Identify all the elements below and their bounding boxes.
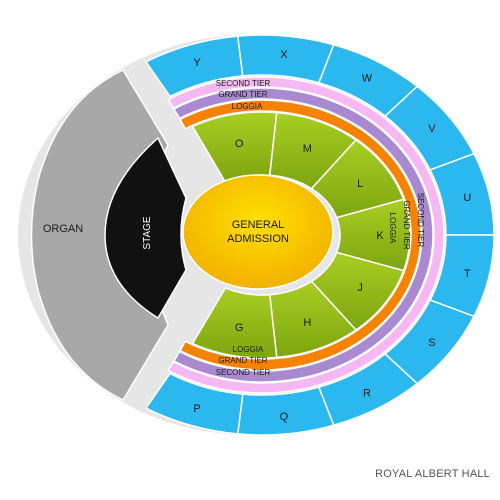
section-label-p: P [193,403,200,415]
loggia-label-bottom: LOGGIA [233,345,264,354]
stage-area [104,136,187,320]
section-label-q: Q [280,411,289,423]
section-g[interactable] [191,287,278,359]
organ-label: ORGAN [43,223,83,235]
grand-tier-label-right: GRAND TIER [402,200,411,249]
second-tier-label-top: SECOND TIER [216,79,271,88]
grand-tier-label-top: GRAND TIER [218,90,267,99]
section-label-g: G [235,322,244,334]
loggia-section[interactable] [179,99,422,371]
second-tier-label-bottom: SECOND TIER [216,368,271,377]
loggia-label-right: LOGGIA [388,213,397,244]
inner-sections [191,111,411,359]
section-label-o: O [235,138,244,150]
second-tier-section[interactable] [167,76,445,394]
section-label-m: M [303,143,312,155]
section-label-x: X [280,49,288,61]
grand-tier-section[interactable] [172,87,434,383]
loggia-label-top: LOGGIA [232,102,263,111]
section-label-r: R [363,388,371,400]
section-label-v: V [428,123,436,135]
section-label-u: U [463,192,471,204]
outer-sections [144,34,495,436]
section-p[interactable] [144,372,244,435]
section-label-l: L [357,178,363,190]
general-admission-label-line1: GENERAL [232,219,285,231]
venue-name: ROYAL ALBERT HALL [375,468,490,480]
section-label-s: S [428,337,435,349]
section-label-y: Y [193,57,201,69]
grand-tier-label-bottom: GRAND TIER [218,356,267,365]
section-label-k: K [376,230,384,242]
second-tier-label-right: SECOND TIER [416,193,425,248]
section-label-t: T [464,268,471,280]
stage-label: STAGE [142,216,153,249]
outer-section-labels: Y X W V U T S R Q P [193,49,471,423]
section-label-j: J [357,282,363,294]
section-label-w: W [362,72,373,84]
inner-section-labels: O M L K J H G [235,138,384,334]
section-label-h: H [303,317,311,329]
general-admission-area[interactable] [182,174,334,290]
general-admission-label-line2: ADMISSION [227,233,289,245]
